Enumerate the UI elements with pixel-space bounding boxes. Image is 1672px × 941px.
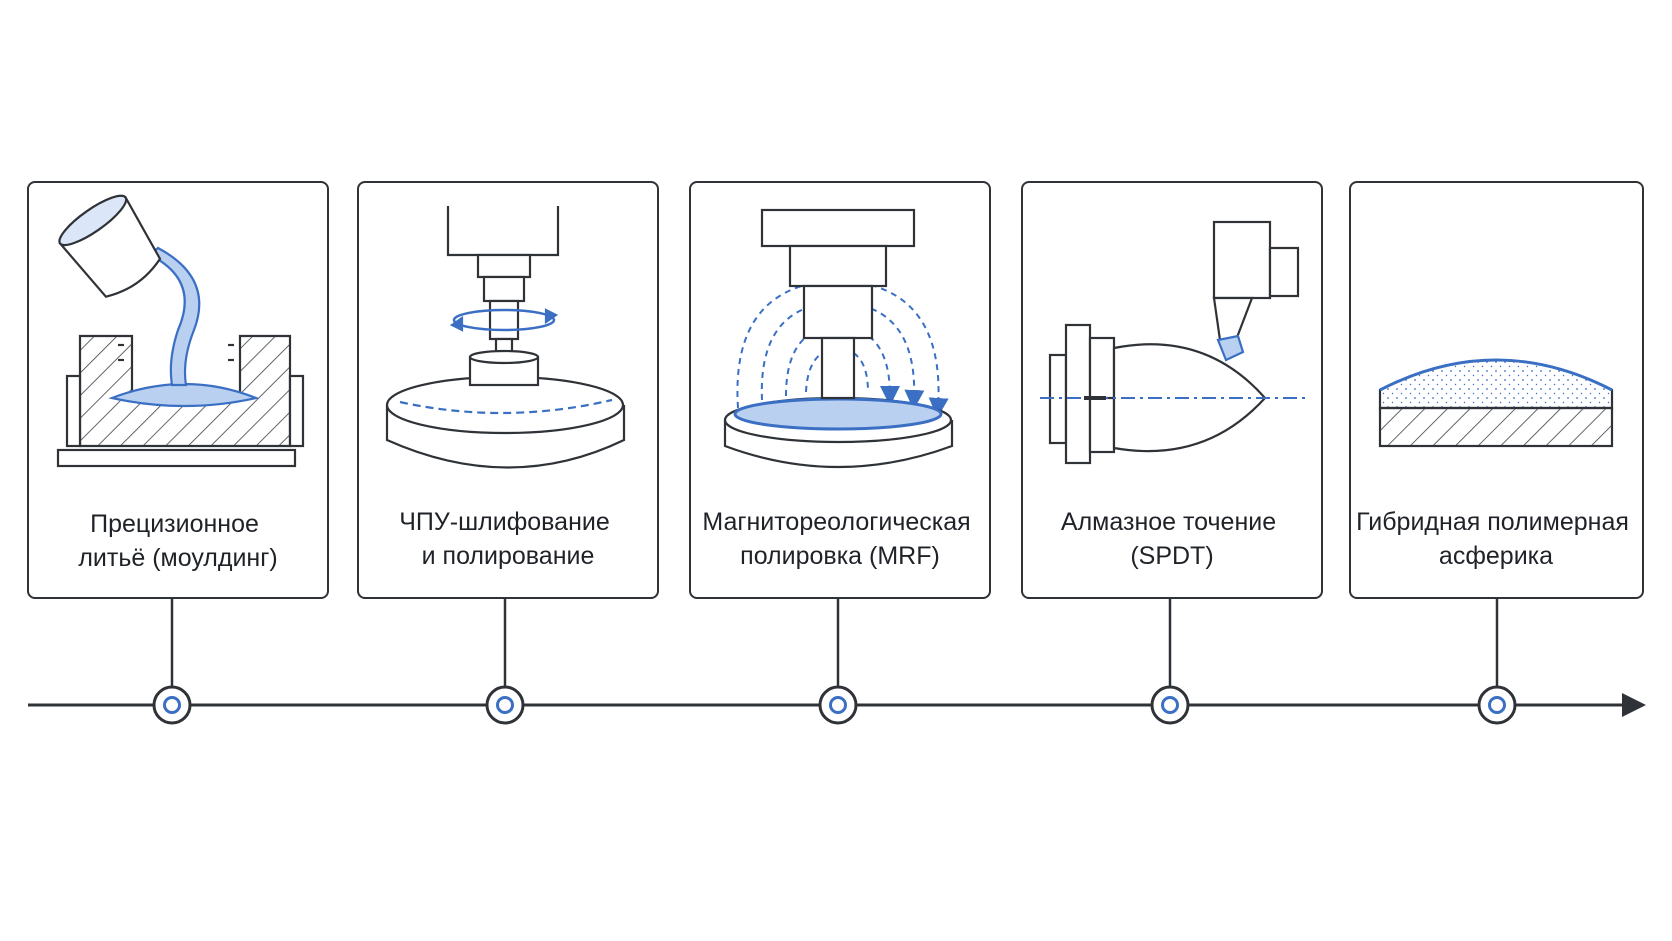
stage-label: Гибридная полимерная асферика bbox=[1356, 508, 1636, 570]
hybrid-asphere-icon bbox=[1378, 358, 1614, 448]
mrf-polishing-icon bbox=[723, 208, 954, 469]
right-arrow-icon bbox=[1622, 693, 1646, 717]
stage-label: Прецизионное литьё (моулдинг) bbox=[78, 510, 277, 572]
stage-label: Алмазное точение (SPDT) bbox=[1061, 508, 1283, 570]
timeline-node bbox=[1477, 685, 1517, 725]
diamond-turning-icon bbox=[1040, 220, 1310, 465]
stage-card-molding: Прецизионное литьё (моулдинг) bbox=[27, 181, 329, 725]
timeline-node bbox=[818, 685, 858, 725]
cnc-grinding-icon bbox=[385, 206, 626, 469]
timeline-node bbox=[152, 685, 192, 725]
timeline-node bbox=[485, 685, 525, 725]
stage-label: Магнитореологическая полировка (MRF) bbox=[702, 508, 977, 570]
stage-card-hybrid: Гибридная полимерная асферика bbox=[1349, 181, 1644, 725]
timeline-node bbox=[1150, 685, 1190, 725]
stage-card-mrf: Магнитореологическая полировка (MRF) bbox=[689, 181, 991, 725]
stage-card-spdt: Алмазное точение (SPDT) bbox=[1021, 181, 1323, 725]
molding-pour-icon bbox=[56, 194, 305, 468]
stage-card-cnc: ЧПУ-шлифование и полирование bbox=[357, 181, 659, 725]
stage-label: ЧПУ-шлифование и полирование bbox=[399, 508, 616, 570]
